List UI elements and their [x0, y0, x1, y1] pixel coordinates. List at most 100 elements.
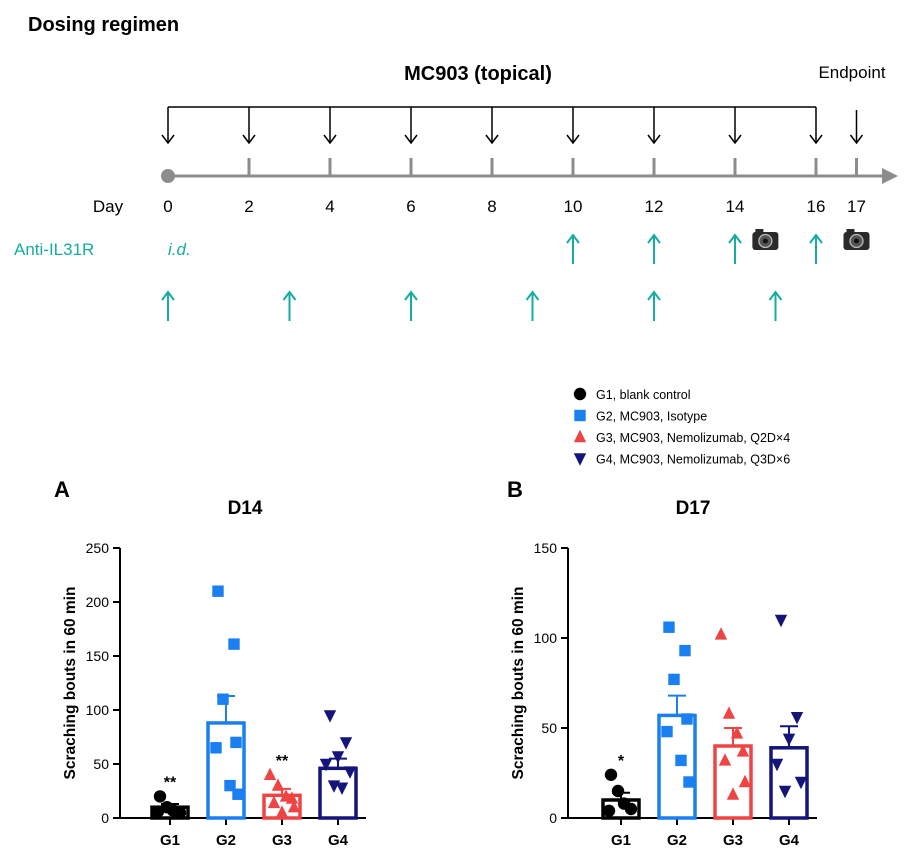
q2d-dose-arrow-head — [566, 233, 580, 244]
camera-lens-center — [762, 238, 768, 244]
x-tick-label: G2 — [216, 832, 236, 849]
day-tick-label: 6 — [406, 197, 415, 216]
topical-arrow-head — [647, 134, 661, 145]
data-point — [343, 766, 357, 779]
x-tick-label: G4 — [328, 832, 349, 849]
topical-arrow-head — [242, 134, 256, 145]
y-tick-label: 250 — [86, 540, 110, 556]
legend-label: G3, MC903, Nemolizumab, Q2D×4 — [596, 431, 790, 445]
day-tick-label: 10 — [564, 197, 583, 216]
data-point — [224, 779, 236, 792]
camera-icon — [843, 229, 870, 250]
data-point — [730, 726, 744, 739]
q3d-dose-arrow-head — [161, 290, 175, 301]
q3d-dose-arrow-head — [647, 290, 661, 301]
data-point — [232, 788, 244, 800]
data-point — [602, 804, 616, 817]
data-point — [675, 754, 687, 767]
data-point — [335, 782, 349, 795]
data-point — [738, 774, 752, 788]
data-point — [668, 673, 680, 686]
legend-marker — [573, 387, 587, 401]
data-point — [770, 758, 784, 772]
day-tick-label: 17 — [847, 197, 866, 216]
data-point — [790, 712, 804, 725]
day-tick-label: 2 — [244, 197, 253, 216]
day-label: Day — [93, 197, 124, 216]
camera-lens-center — [854, 238, 859, 244]
data-point — [778, 785, 792, 799]
legend-marker — [574, 409, 586, 422]
y-tick-label: 100 — [86, 702, 110, 718]
q3d-dose-arrow-head — [282, 290, 297, 301]
x-tick-label: G2 — [667, 832, 687, 849]
camera-icon — [752, 229, 779, 250]
panel-letter: A — [54, 477, 70, 502]
legend-marker — [573, 453, 587, 466]
data-point — [604, 768, 618, 781]
data-point — [230, 736, 242, 749]
data-point — [624, 802, 638, 816]
topical-arrow-head — [728, 134, 742, 145]
significance-marker: * — [618, 753, 625, 770]
data-point — [285, 791, 299, 804]
figure-title: Dosing regimen — [28, 14, 179, 36]
data-point — [331, 751, 345, 764]
data-point — [736, 744, 750, 757]
topical-label: MC903 (topical) — [404, 63, 552, 85]
topical-arrow-head — [566, 134, 580, 145]
topical-arrow-head — [485, 134, 499, 145]
data-point — [210, 742, 222, 754]
y-tick-label: 150 — [86, 648, 110, 664]
legend-label: G4, MC903, Nemolizumab, Q3D×6 — [596, 453, 790, 467]
timeline-arrowhead — [882, 168, 898, 184]
q2d-dose-arrow-head — [647, 233, 661, 244]
data-point — [794, 776, 808, 790]
data-point — [263, 767, 277, 780]
data-point — [774, 614, 788, 628]
x-tick-label: G3 — [723, 832, 743, 849]
y-axis-label: Scraching bouts in 60 min — [510, 587, 527, 780]
day-tick-label: 4 — [325, 197, 334, 216]
q3d-dose-arrow-head — [404, 290, 418, 301]
endpoint-arrow-head — [849, 134, 864, 145]
timeline-origin — [161, 169, 175, 183]
significance-marker: ** — [276, 753, 289, 770]
legend-item-g1: G1, blank control — [573, 387, 691, 402]
data-point — [153, 790, 167, 803]
x-tick-label: G1 — [160, 832, 180, 849]
day-tick-label: 14 — [726, 197, 745, 216]
data-point — [782, 733, 796, 746]
q2d-dose-arrow-head — [728, 233, 742, 244]
legend-label: G2, MC903, Isotype — [596, 410, 707, 424]
data-point — [267, 795, 281, 809]
q3d-dose-arrow-head — [768, 290, 783, 301]
significance-marker: ** — [164, 774, 177, 791]
data-point — [319, 758, 333, 772]
legend-marker — [573, 429, 587, 443]
data-point — [212, 585, 224, 597]
y-tick-label: 50 — [541, 720, 557, 736]
endpoint-label: Endpoint — [818, 63, 885, 82]
x-tick-label: G3 — [272, 832, 292, 849]
y-tick-label: 0 — [101, 810, 109, 826]
topical-arrow-head — [161, 134, 175, 145]
data-point — [679, 644, 691, 657]
data-point — [681, 713, 693, 725]
data-point — [287, 800, 301, 813]
legend-item-g3: G3, MC903, Nemolizumab, Q2D×4 — [573, 429, 790, 445]
day-tick-label: 0 — [163, 197, 172, 216]
data-point — [339, 737, 353, 750]
topical-arrow-head — [809, 134, 823, 145]
route-label: i.d. — [168, 240, 191, 259]
data-point — [726, 787, 740, 800]
data-point — [323, 710, 337, 723]
q3d-dose-arrow-head — [525, 290, 540, 301]
data-point — [275, 805, 289, 818]
panel-title: D14 — [228, 498, 263, 519]
legend-item-g4: G4, MC903, Nemolizumab, Q3D×6 — [573, 453, 790, 467]
data-point — [271, 778, 285, 791]
